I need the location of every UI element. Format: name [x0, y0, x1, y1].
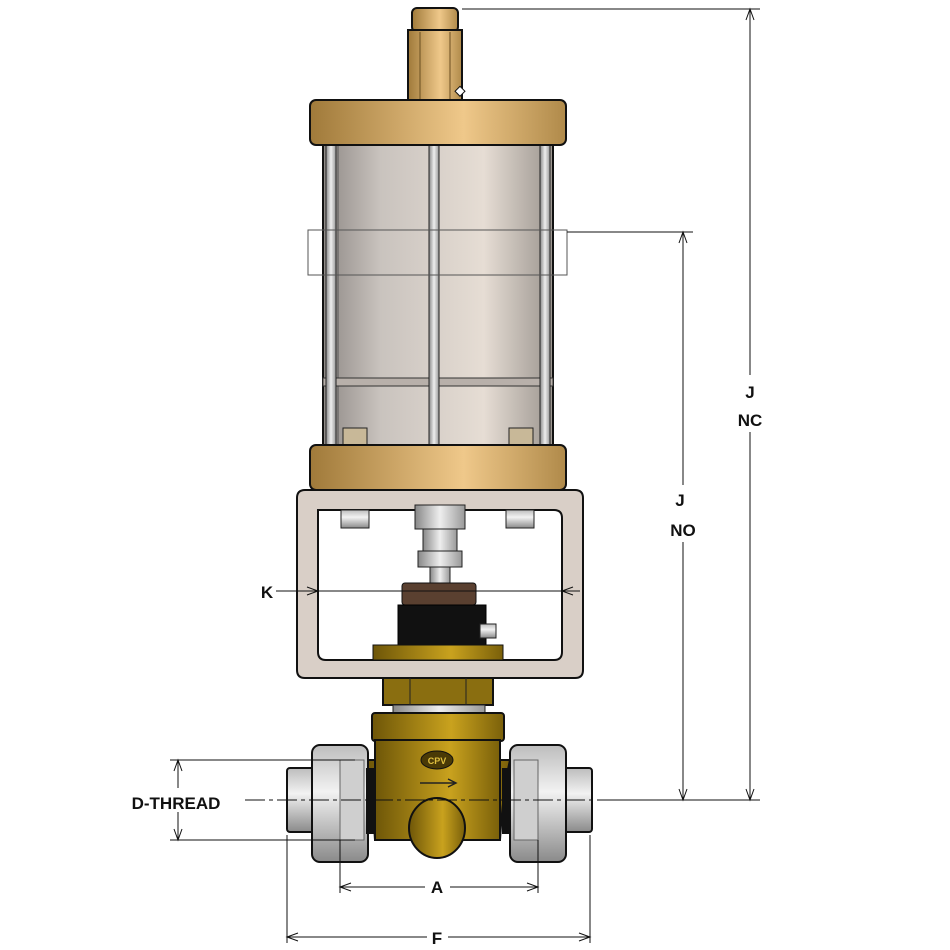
dimension-j-no: J NO	[567, 230, 696, 802]
label-f: F	[432, 929, 442, 948]
dimension-d-thread: D-THREAD	[132, 758, 355, 842]
valve-body: CPV	[364, 677, 512, 859]
label-k: K	[261, 583, 274, 602]
top-flange	[309, 99, 567, 146]
valve-stem	[372, 504, 504, 661]
flow-arrow-icon	[420, 778, 458, 788]
label-j-no-suffix: NO	[670, 521, 696, 540]
bottom-flange	[309, 444, 567, 491]
union-right	[502, 744, 593, 863]
label-j-nc-suffix: NC	[738, 411, 763, 430]
top-fitting	[407, 7, 466, 101]
dimension-k: K	[261, 583, 580, 602]
body-logo: CPV	[428, 756, 447, 766]
label-d-thread: D-THREAD	[132, 794, 221, 813]
label-j-nc-letter: J	[745, 383, 754, 402]
actuator-cylinder	[307, 144, 568, 446]
label-a: A	[431, 878, 443, 897]
dimension-a: A	[338, 840, 540, 897]
union-left	[286, 744, 374, 863]
yoke	[296, 489, 584, 679]
dimension-j-nc: J NC	[462, 7, 763, 802]
dimension-f: F	[285, 835, 592, 948]
label-j-no-letter: J	[675, 491, 684, 510]
